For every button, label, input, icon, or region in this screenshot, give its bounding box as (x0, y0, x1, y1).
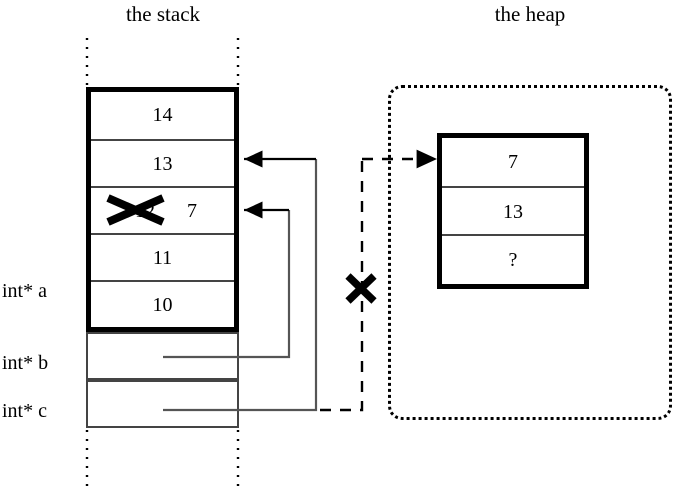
stack-label-c: int* c (2, 400, 47, 422)
stack-label-a: int* a (2, 280, 47, 302)
severed-heap-link (320, 159, 364, 412)
heap-region-boundary (388, 85, 672, 420)
heap-cell-1: 13 (442, 186, 584, 234)
stack-cell-2: 12 7 (91, 186, 234, 233)
heap-cell-0: 7 (508, 151, 518, 173)
heap-title: the heap (494, 2, 566, 26)
stack-cell-b (86, 332, 239, 380)
stack-cell-c (86, 380, 239, 428)
stack-title: the stack (125, 2, 201, 26)
stack-cell-4: 10 (91, 280, 234, 327)
stack-cell-1: 13 (91, 139, 234, 186)
stack-frame: 14 13 12 7 11 10 (86, 87, 239, 332)
stack-cell-2-new-value: 7 (187, 200, 197, 222)
stack-label-b: int* b (2, 352, 49, 374)
severed-link-x-icon (345, 273, 377, 304)
heap-block: 7 13 ? (437, 133, 589, 289)
stack-cell-2-old-value: 12 (135, 200, 155, 222)
stack-cell-0: 14 (152, 104, 173, 126)
stack-cell-3: 11 (91, 233, 234, 280)
heap-cell-2: ? (442, 234, 584, 282)
